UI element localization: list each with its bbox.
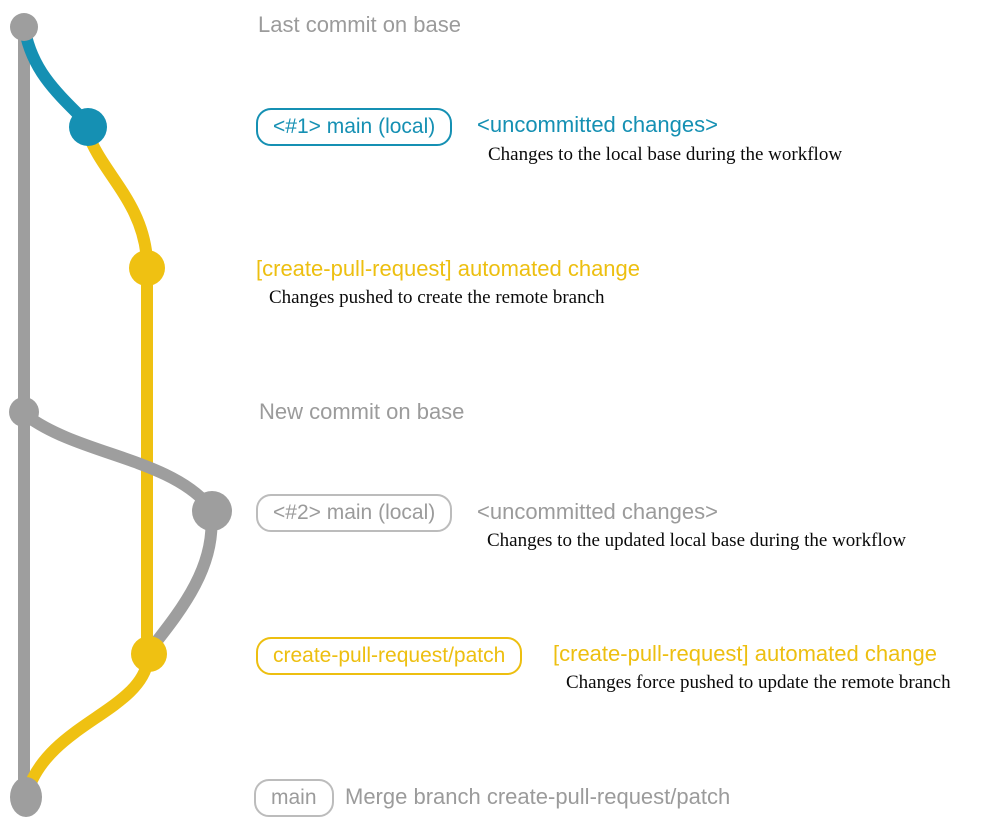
patch-branch-curve-down bbox=[81, 125, 153, 266]
merge-curve bbox=[21, 654, 154, 799]
commit-node-new-base bbox=[9, 397, 39, 427]
commit-node-automated-change-2 bbox=[131, 636, 167, 672]
local-changes-curve-1 bbox=[19, 25, 92, 128]
commit-node-uncommitted-2 bbox=[192, 491, 232, 531]
uncommitted-changes-description-1: Changes to the local base during the wor… bbox=[488, 144, 843, 165]
new-commit-on-base-label: New commit on base bbox=[259, 399, 465, 424]
local-changes-curve-2 bbox=[21, 410, 215, 512]
automated-change-heading-1: [create-pull-request] automated change bbox=[256, 256, 641, 281]
automated-change-heading-2: [create-pull-request] automated change bbox=[553, 641, 938, 666]
uncommitted-changes-description-2: Changes to the updated local base during… bbox=[487, 530, 906, 551]
branch-badge-create-pull-request-patch: create-pull-request/patch bbox=[256, 637, 523, 675]
merge-branch-label: Merge branch create-pull-request/patch bbox=[345, 784, 731, 809]
branch-badge-main: main bbox=[254, 779, 334, 817]
automated-change-description-2: Changes force pushed to update the remot… bbox=[566, 672, 951, 693]
last-commit-on-base-label: Last commit on base bbox=[258, 12, 461, 37]
automated-change-description-1: Changes pushed to create the remote bran… bbox=[269, 287, 605, 308]
commit-node-last-base bbox=[10, 13, 38, 41]
uncommitted-changes-heading-1: <uncommitted changes> bbox=[477, 112, 718, 137]
uncommitted-changes-heading-2: <uncommitted changes> bbox=[477, 499, 718, 524]
commit-node-automated-change-1 bbox=[129, 250, 165, 286]
commit-node-merge bbox=[10, 777, 42, 817]
commit-node-uncommitted-1 bbox=[69, 108, 107, 146]
rebase-curve bbox=[147, 508, 218, 652]
branch-badge-main-local-2: <#2> main (local) bbox=[256, 494, 453, 532]
branch-badge-main-local-1: <#1> main (local) bbox=[256, 108, 453, 146]
